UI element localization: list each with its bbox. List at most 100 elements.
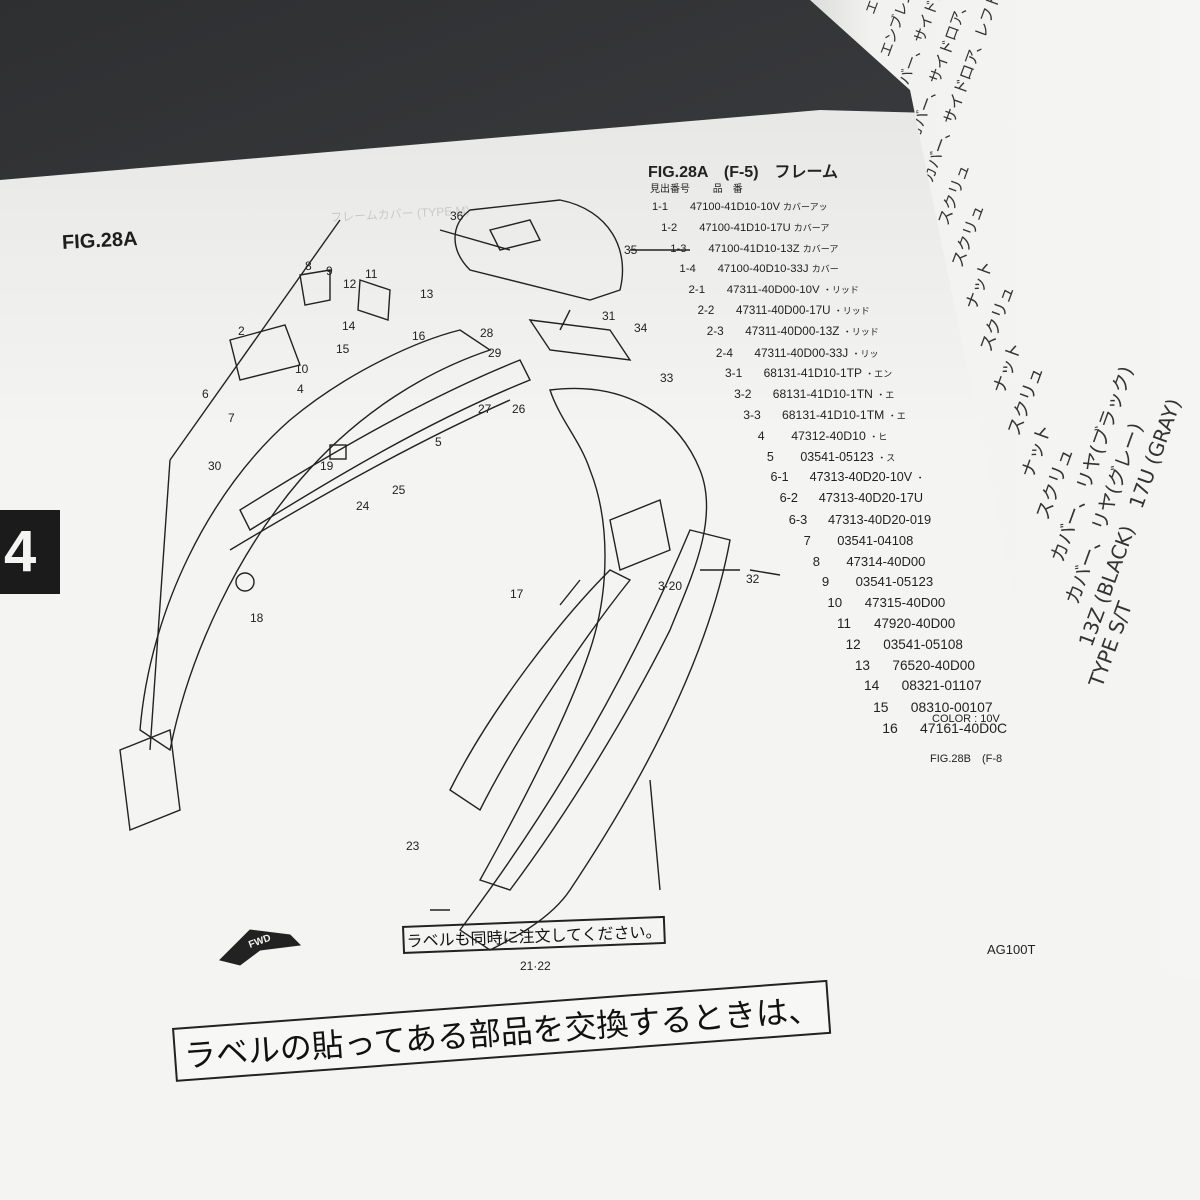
row-part: 03541-05108 [883, 636, 963, 652]
row-ref: 16 [882, 720, 898, 736]
grommet-18 [235, 572, 255, 592]
color-note: COLOR : 10V [932, 713, 1000, 725]
table-row: 10 47315-40D00 [805, 595, 945, 610]
row-part: 47314-40D00 [846, 553, 926, 569]
exploded-parts-diagram: 2 8 9 11 12 13 14 15 16 10 6 7 4 5 19 30… [119, 199, 781, 973]
row-part: 08321-01107 [901, 678, 982, 694]
fig28b-note: FIG.28B (F-8 [930, 753, 1003, 765]
callout-13: 13 [420, 287, 434, 301]
leader-line [169, 219, 341, 461]
row-ref: 1-2 [661, 221, 678, 234]
table-row: 2-4 47311-40D00-33J ・リッ [694, 345, 879, 360]
row-desc: ・リッド [842, 326, 879, 337]
row-part: 68131-41D10-1TP [763, 366, 862, 381]
table-row: 7 03541-04108 [777, 532, 914, 548]
callout-24: 24 [356, 499, 370, 513]
row-part: 47312-40D10 [791, 428, 866, 443]
row-part: 47161-40D0C [920, 720, 1008, 736]
row-ref: 3-2 [734, 387, 752, 402]
callout-15: 15 [336, 342, 350, 356]
callout-6: 6 [202, 387, 209, 401]
bracket-8 [299, 269, 331, 306]
row-ref: 2-1 [688, 284, 706, 297]
callout-10: 10 [295, 362, 309, 376]
callout-29: 29 [488, 346, 502, 360]
row-ref: 6-3 [788, 512, 808, 527]
row-part: 47100-40D10-33J [717, 263, 809, 276]
row-ref: 9 [821, 574, 830, 590]
frame-cover-left [139, 329, 492, 752]
rear-tail-35 [454, 199, 624, 301]
row-desc: ・リッド [833, 306, 870, 316]
section-tab-number: 4 [4, 519, 37, 584]
table-row: 2-2 47311-40D00-17U ・リッド [676, 304, 870, 317]
callout-35: 35 [624, 243, 638, 257]
row-ref: 2-4 [715, 345, 733, 360]
callout-18: 18 [250, 611, 264, 625]
row-part: 47100-41D10-17U [699, 221, 791, 234]
row-part: 76520-40D00 [892, 657, 975, 673]
side-cover-17 [449, 569, 632, 812]
model-code: AG100T [987, 942, 1036, 957]
row-desc: ・リッ [851, 348, 879, 359]
row-desc: ・エン [865, 369, 893, 380]
row-desc: ・ス [877, 452, 896, 463]
callout-14: 14 [342, 319, 356, 333]
row-desc: ・ヒ [869, 431, 888, 442]
lower-cover-21-22 [458, 529, 731, 951]
table-row: 13 76520-40D00 [832, 658, 975, 673]
row-ref: 1-4 [679, 263, 696, 276]
leader-line [149, 459, 171, 751]
callout-3-20: 3·20 [658, 579, 682, 593]
row-part: 47311-40D00-10V [726, 284, 820, 297]
row-part: 03541-05123 [855, 574, 934, 590]
row-ref: 13 [854, 657, 870, 673]
callout-30: 30 [208, 459, 222, 473]
row-ref: 12 [845, 636, 861, 652]
row-ref: 6-2 [779, 491, 798, 506]
row-ref: 15 [873, 699, 889, 716]
callout-33: 33 [660, 371, 674, 385]
clip-19 [329, 444, 347, 460]
row-part: 47311-40D00-17U [736, 304, 831, 317]
emblem-area [609, 499, 671, 571]
row-part: 47311-40D00-33J [754, 345, 849, 360]
callout-16: 16 [412, 329, 426, 343]
table-row: 16 47161-40D0C [860, 720, 1007, 736]
row-ref: 3-3 [743, 408, 761, 422]
callout-4: 4 [297, 382, 304, 396]
row-desc: ・エ [887, 411, 906, 421]
callout-36: 36 [450, 209, 464, 223]
row-desc: カバーアッ [782, 202, 828, 212]
row-ref: 7 [803, 532, 811, 548]
row-part: 68131-41D10-1TN [772, 387, 873, 402]
fwd-arrow-icon: FWD [219, 929, 302, 966]
callout-11: 11 [365, 267, 378, 281]
row-ref: 5 [766, 449, 774, 464]
row-desc: ・エ [876, 390, 895, 401]
frame-cover-front [119, 729, 181, 831]
callout-27: 27 [478, 402, 492, 416]
row-ref: 2-3 [706, 324, 724, 338]
row-ref: 2-2 [697, 304, 715, 317]
row-part: 03541-04108 [837, 532, 914, 548]
row-ref: 6-1 [770, 470, 789, 485]
callout-2: 2 [238, 324, 245, 338]
row-ref: 10 [827, 595, 843, 611]
row-part: 47315-40D00 [864, 595, 946, 611]
callout-34: 34 [634, 321, 648, 335]
row-ref: 1-3 [670, 242, 687, 255]
